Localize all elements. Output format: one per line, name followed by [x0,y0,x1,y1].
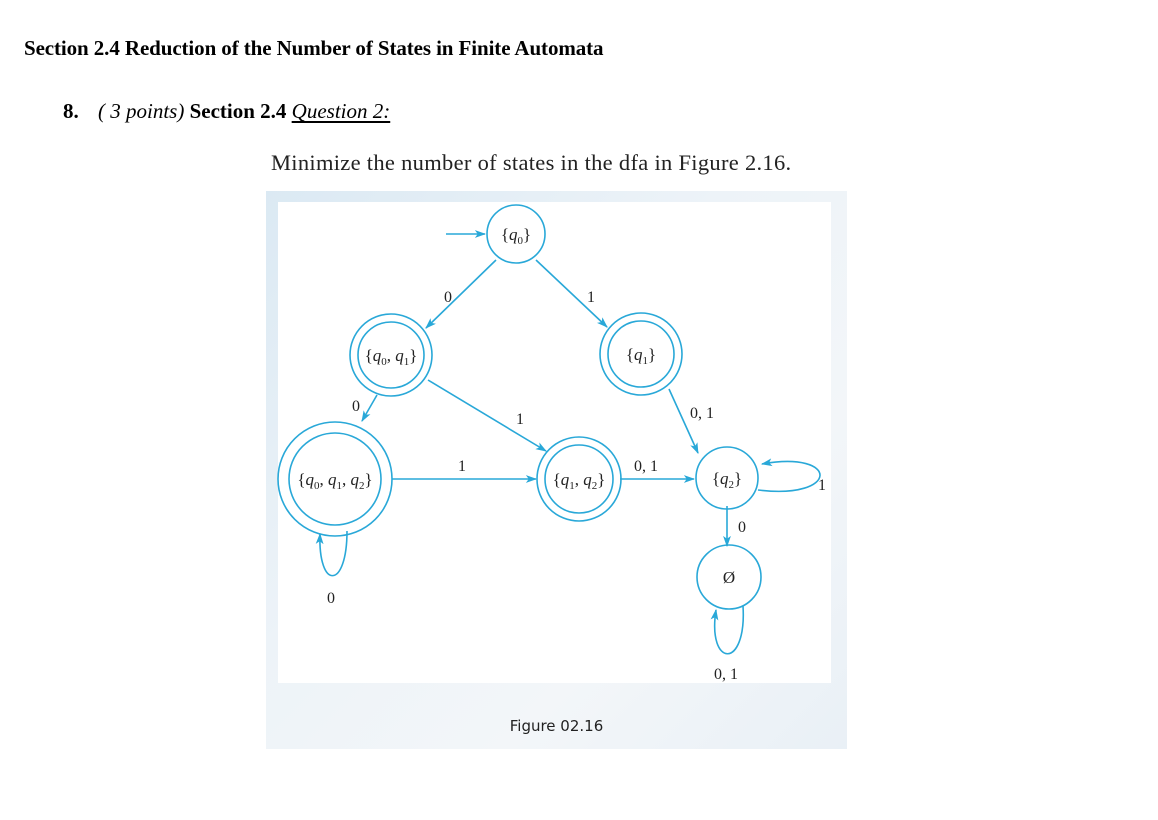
edge-q0q1-to-q0q1q2 [361,394,378,422]
tlabel-q2-loop: 1 [818,477,826,494]
edge-q1-to-q2 [668,388,699,455]
tlabel-q0q1q2-loop: 0 [327,590,335,607]
label-q0q1: {q0, q1} [365,346,418,368]
tlabel-q0-q0q1: 0 [444,289,452,306]
edge-empty-loop [710,605,744,655]
figure-caption: Figure 02.16 [509,717,604,735]
state-q1q2-outer [536,436,622,522]
state-labels: {q0} {q0, q1} {q1} {q0, q1, q2} {q1, q2}… [297,225,742,587]
question-section-ref: Section 2.4 [189,99,287,123]
tlabel-q1-q2: 0, 1 [690,405,714,422]
tlabel-q0q1-q1q2: 1 [516,411,524,428]
edge-q0-to-q0q1 [425,259,497,329]
state-q0q1-inner [357,321,425,389]
edge-q0q1-to-q1q2 [427,379,547,452]
tlabel-q0q1q2-q1q2: 1 [458,458,466,475]
edge-q0-to-q1 [535,259,608,328]
label-empty: Ø [723,568,735,587]
state-q1q2-inner [544,444,614,514]
label-q1q2: {q1, q2} [553,470,606,492]
state-q1-inner [607,320,675,388]
question-prompt: Minimize the number of states in the dfa… [271,150,792,175]
state-q0q1-outer [349,313,433,397]
state-q0q1q2-outer [277,421,393,537]
state-q1-outer [599,312,683,396]
tlabel-q0-q1: 1 [587,289,595,306]
question-number: 8. [63,99,79,123]
question-line: 8. ( 3 points) Section 2.4 Question 2: [63,99,390,124]
state-q0q1q2-inner [288,432,382,526]
state-empty [696,544,762,610]
section-heading: Section 2.4 Reduction of the Number of S… [24,36,604,60]
state-q0 [486,204,546,264]
figure-frame: Figure 02.16 [266,191,847,749]
tlabel-empty-loop: 0, 1 [714,666,738,683]
tlabel-q1q2-q2: 0, 1 [634,458,658,475]
state-q2 [695,446,759,510]
label-q0: {q0} [501,225,531,247]
question-points: ( 3 points) [98,99,185,123]
tlabel-q0q1-q0q1q2: 0 [352,398,360,415]
question-link[interactable]: Question 2: [291,99,391,123]
label-q1: {q1} [626,345,656,367]
label-q0q1q2: {q0, q1, q2} [297,470,372,492]
label-q2: {q2} [712,469,742,491]
figure-canvas [278,202,831,683]
edge-q2-loop [757,458,821,493]
tlabel-q2-empty: 0 [738,519,746,536]
edge-q0q1q2-loop [315,530,348,577]
transition-labels: 0 1 0 1 0, 1 1 0 0, 1 1 0 0, 1 [327,289,826,683]
